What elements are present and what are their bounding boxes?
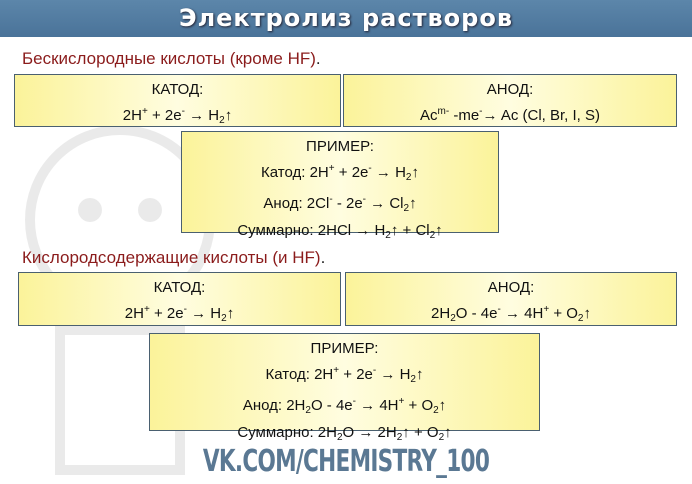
equation-part: 2 (438, 432, 445, 443)
equation-part: + (328, 163, 335, 174)
equation-part: ↑ (409, 195, 417, 212)
equation-part: 2 (405, 172, 412, 183)
equation-part: - (479, 106, 483, 117)
equation-part: → 4H (355, 397, 399, 414)
equation-part: + (398, 396, 405, 407)
equation-part: - 2e (332, 195, 363, 212)
equation-part: 2H (124, 305, 144, 322)
equation-part: ↑ + Cl (390, 222, 430, 239)
equation-part: → 4H (500, 305, 544, 322)
equation-part: O - 4e (455, 305, 498, 322)
equation-part: 2 (577, 313, 584, 324)
equation-part: ↑ (226, 305, 235, 322)
equation-part: 2H (431, 305, 451, 322)
section-heading-oxygen-containing: Кислородсодержащие кислоты (и HF). (22, 248, 326, 267)
equation-part: 2 (403, 203, 410, 214)
equation-part: + O (404, 397, 434, 414)
equation-part: → H (371, 164, 406, 181)
equation: Анод: 2Cl- - 2e- → Cl2↑ (182, 189, 498, 220)
equation-part: Анод: 2Cl (263, 195, 330, 212)
equation-part: + 2e (339, 366, 373, 383)
equation: Анод: 2H2O - 4e- → 4H+ + O2↑ (150, 391, 539, 422)
equation-part: 2 (305, 405, 311, 416)
equation-part: ↑ (411, 164, 419, 181)
equation-part: ↑ (583, 305, 591, 322)
equation-part: -me (449, 107, 480, 124)
equation-part: - (183, 304, 187, 315)
equation-part: m- (437, 106, 450, 117)
equation: 2H2O - 4e- → 4H+ + O2↑ (346, 299, 676, 330)
equation-part: + O (549, 305, 578, 322)
page-title: Электролиз растворов (0, 0, 692, 37)
equation: Катод: 2H+ + 2e- → H2↑ (150, 360, 539, 391)
equation-part: Анод: 2H (242, 397, 306, 414)
equation-part: ↑ (415, 366, 424, 383)
equation-part: → Cl (366, 195, 404, 212)
equation: Суммарно: 2H2O → 2H2↑ + O2↑ (150, 422, 539, 449)
equation-part: 2 (410, 374, 416, 385)
equation-part: ↑ (444, 424, 452, 441)
equation-part: 2 (450, 313, 456, 324)
cathode-box-2: КАТОД:2H+ + 2e- → H2↑ (18, 272, 341, 326)
equation-part: + (141, 106, 148, 117)
equation-part: 2 (385, 230, 391, 241)
equation-part: + 2e (334, 164, 369, 181)
anode-box-2: АНОД:2H2O - 4e- → 4H+ + O2↑ (345, 272, 677, 326)
equation-part: → Ac (Cl, Br, I, S) (482, 107, 601, 124)
footer-link[interactable]: VK.COM/CHEMISTRY_100 (202, 444, 490, 479)
equation-part: - (372, 365, 377, 376)
equation-part: 2 (219, 115, 225, 126)
equation-part: + (543, 304, 550, 315)
equation-part: ↑ (435, 222, 443, 239)
anode-box-1: АНОД:Acm- -me-→ Ac (Cl, Br, I, S) (343, 74, 677, 127)
equation-part: + (143, 304, 150, 315)
equation-part: - (181, 106, 185, 117)
equation-part: 2H (122, 107, 142, 124)
equation-part: Катод: 2H (261, 164, 329, 181)
equation-part: - (329, 194, 333, 205)
equation-part: + 2e (149, 305, 184, 322)
equation-part: Ac (419, 107, 438, 124)
equation-part: O - 4e (310, 397, 353, 414)
equation: Суммарно: 2HCl → H2↑ + Cl2↑ (182, 220, 498, 247)
equation-part: + (333, 365, 340, 376)
section-heading-oxygen-free: Бескислородные кислоты (кроме HF). (22, 49, 321, 68)
equation-part: 2 (221, 313, 227, 324)
equation-part: → H (186, 305, 222, 322)
equation-part: 2 (336, 432, 343, 443)
equation: 2H+ + 2e- → H2↑ (15, 101, 340, 132)
equation-part: O → 2H (342, 424, 397, 441)
equation-part: - (497, 304, 501, 315)
equation-part: ↑ + O (402, 424, 439, 441)
equation-part: Суммарно: 2H (237, 424, 337, 441)
equation-part: + 2e (147, 107, 182, 124)
equation-part: → H (184, 107, 220, 124)
equation: 2H+ + 2e- → H2↑ (19, 299, 340, 330)
equation-part: 2 (433, 405, 439, 416)
equation-part: 2 (429, 230, 436, 241)
equation-part: 2 (396, 432, 403, 443)
equation-part: - (362, 194, 367, 205)
equation-part: - (352, 396, 356, 407)
cathode-box-1: КАТОД:2H+ + 2e- → H2↑ (14, 74, 341, 127)
equation-part: Суммарно: 2HCl → H (237, 222, 386, 239)
equation-part: → H (376, 366, 411, 383)
example-box-1: ПРИМЕР: Катод: 2H+ + 2e- → H2↑Анод: 2Cl-… (181, 131, 499, 241)
equation: Acm- -me-→ Ac (Cl, Br, I, S) (344, 101, 676, 127)
equation: Катод: 2H+ + 2e- → H2↑ (182, 158, 498, 189)
equation-part: Катод: 2H (265, 366, 334, 383)
equation-part: - (368, 163, 372, 174)
example-box-2: ПРИМЕР: Катод: 2H+ + 2e- → H2↑Анод: 2H2O… (149, 333, 540, 443)
equation-part: ↑ (438, 397, 447, 414)
equation-part: ↑ (224, 107, 233, 124)
